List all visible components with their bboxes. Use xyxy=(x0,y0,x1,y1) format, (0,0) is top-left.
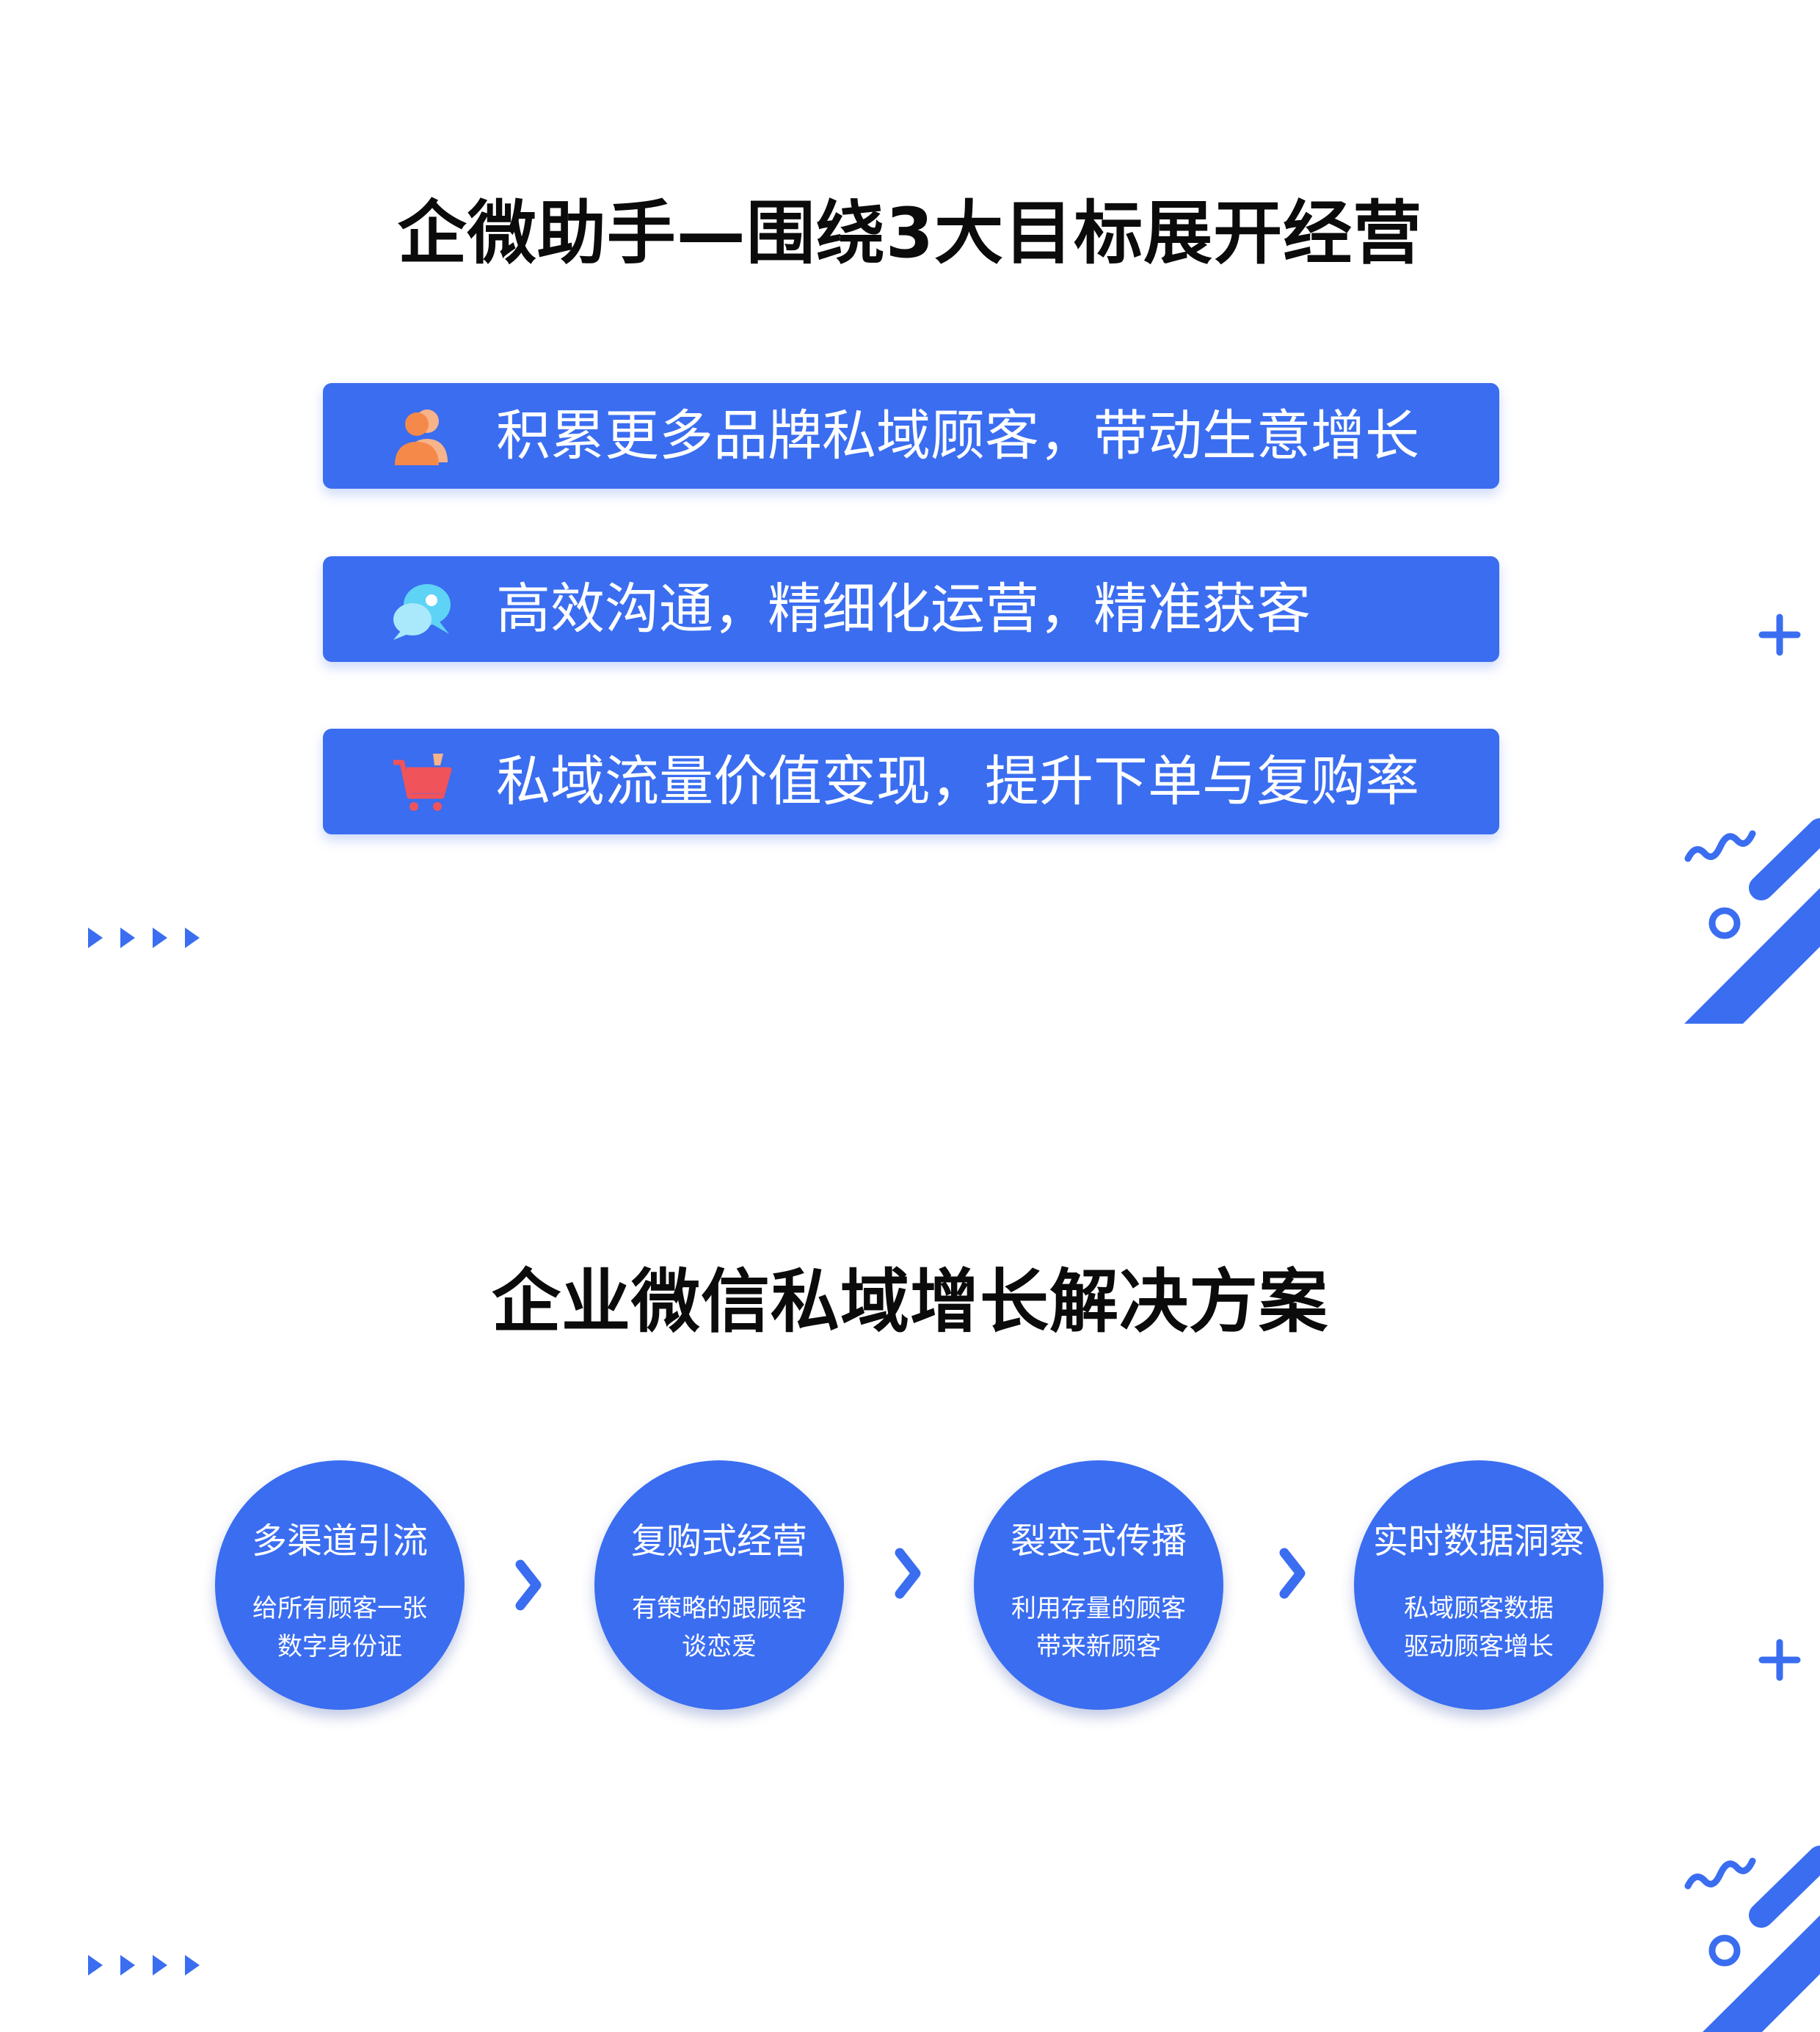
step-title: 复购式经营 xyxy=(630,1521,807,1562)
step-circle-repurchase: 复购式经营 有策略的跟顾客 谈恋爱 xyxy=(594,1460,844,1710)
section1-title: 企微助手—围绕3大目标展开经营 xyxy=(397,194,1423,274)
step-desc-line: 带来新顾客 xyxy=(1036,1632,1161,1661)
step-desc-line: 利用存量的顾客 xyxy=(1011,1594,1186,1623)
step-description: 利用存量的顾客 带来新顾客 xyxy=(974,1589,1223,1666)
triangle-arrows-decoration xyxy=(88,928,200,948)
step-desc-line: 给所有顾客一张 xyxy=(252,1594,427,1623)
goal-text: 积累更多品牌私域顾客，带动生意增长 xyxy=(496,404,1419,467)
step-desc-line: 私域顾客数据 xyxy=(1404,1594,1554,1623)
goal-bar-customer-growth: 积累更多品牌私域顾客，带动生意增长 xyxy=(323,383,1499,489)
chat-bubbles-icon xyxy=(393,584,451,640)
step-desc-line: 谈恋爱 xyxy=(682,1632,757,1661)
users-icon xyxy=(395,409,448,465)
step-description: 私域顾客数据 驱动顾客增长 xyxy=(1354,1589,1604,1666)
geometric-decoration xyxy=(1684,1846,1820,2032)
step-description: 给所有顾客一张 数字身份证 xyxy=(215,1589,465,1666)
shopping-cart-icon xyxy=(393,754,452,811)
chevron-right-icon xyxy=(1279,1548,1306,1599)
step-desc-line: 有策略的跟顾客 xyxy=(632,1594,807,1623)
step-desc-line: 驱动顾客增长 xyxy=(1404,1632,1554,1661)
step-title: 裂变式传播 xyxy=(1010,1521,1187,1562)
chevron-right-icon xyxy=(515,1559,542,1611)
triangle-arrows-decoration xyxy=(88,1955,200,1975)
step-description: 有策略的跟顾客 谈恋爱 xyxy=(594,1589,844,1666)
goal-bar-monetization: 私域流量价值变现，提升下单与复购率 xyxy=(323,729,1499,834)
plus-icon xyxy=(1758,1639,1801,1681)
step-circle-data-insight: 实时数据洞察 私域顾客数据 驱动顾客增长 xyxy=(1354,1460,1604,1710)
chevron-right-icon xyxy=(895,1548,921,1599)
goal-text: 私域流量价值变现，提升下单与复购率 xyxy=(496,750,1419,813)
plus-icon xyxy=(1758,613,1801,656)
geometric-decoration xyxy=(1684,818,1820,1024)
step-circle-fission: 裂变式传播 利用存量的顾客 带来新顾客 xyxy=(974,1460,1223,1710)
step-title: 多渠道引流 xyxy=(251,1521,428,1562)
goal-text: 高效沟通，精细化运营，精准获客 xyxy=(496,578,1311,641)
section2-title: 企业微信私域增长解决方案 xyxy=(491,1262,1328,1342)
step-desc-line: 数字身份证 xyxy=(277,1632,402,1661)
step-title: 实时数据洞察 xyxy=(1372,1521,1584,1562)
goal-bar-communication: 高效沟通，精细化运营，精准获客 xyxy=(323,556,1499,662)
step-circle-multichannel: 多渠道引流 给所有顾客一张 数字身份证 xyxy=(215,1460,465,1710)
